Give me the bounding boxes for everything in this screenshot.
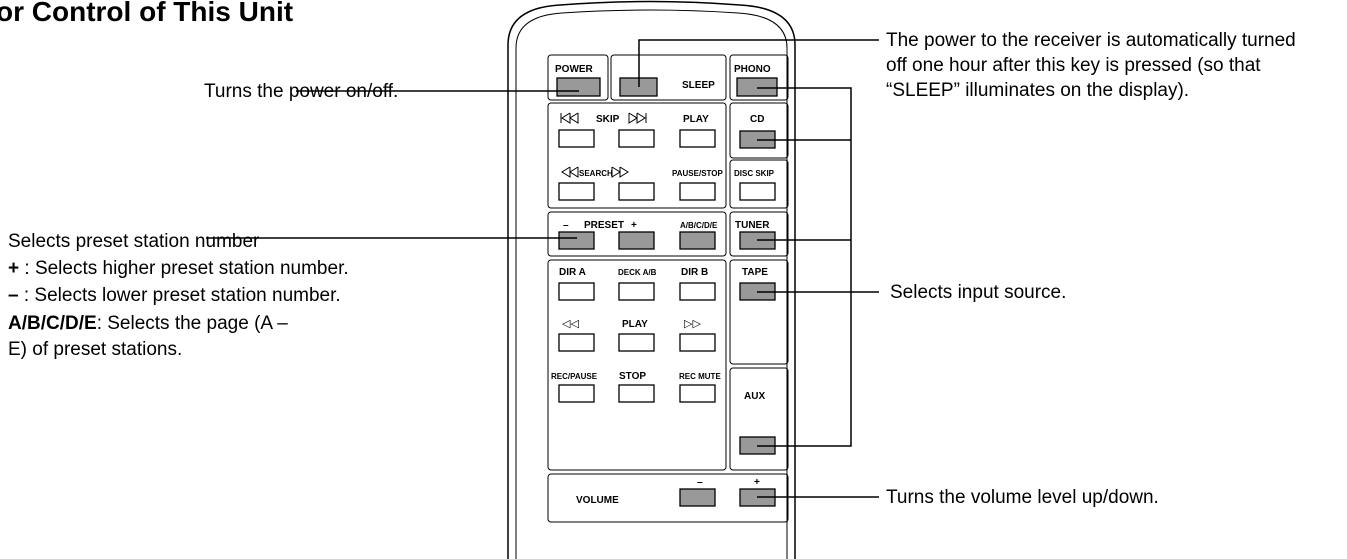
skip-back-icon: [560, 112, 579, 124]
tuner-label: TUNER: [735, 220, 770, 231]
phono-button[interactable]: [736, 77, 778, 97]
fast-forward-icon: ▷▷: [684, 317, 701, 330]
preset-plus-line: + : Selects higher preset station number…: [8, 257, 349, 281]
rec-pause-label: REC/PAUSE: [551, 372, 598, 381]
play-button[interactable]: [679, 129, 716, 148]
dir-b-button[interactable]: [679, 282, 716, 301]
play-tape-label: PLAY: [622, 319, 648, 330]
search-forward-icon: [611, 166, 629, 178]
skip-forward-button[interactable]: [618, 129, 655, 148]
dir-a-button[interactable]: [558, 282, 595, 301]
volume-label: VOLUME: [576, 495, 619, 506]
stop-label: STOP: [619, 371, 646, 382]
preset-abcde-desc: : Selects the page (A – E) of preset sta…: [8, 313, 288, 360]
power-panel: [547, 54, 609, 101]
phono-label: PHONO: [734, 64, 771, 75]
phono-panel: [729, 54, 789, 101]
pause-stop-label: PAUSE/STOP: [672, 169, 723, 178]
preset-abcde-line: A/B/C/D/E: Selects the page (A – E) of p…: [8, 311, 308, 363]
preset-minus-desc: : Selects lower preset station number.: [18, 285, 341, 306]
power-button[interactable]: [556, 77, 601, 97]
input-callout: Selects input source.: [890, 282, 1067, 303]
abcde-label: A/B/C/D/E: [680, 221, 718, 230]
volume-callout: Turns the volume level up/down.: [886, 487, 1159, 508]
cd-panel: [729, 102, 789, 159]
volume-minus-label: –: [697, 477, 703, 488]
aux-panel: [729, 367, 789, 471]
play-label: PLAY: [683, 114, 709, 125]
preset-label: PRESET: [584, 220, 624, 231]
sleep-label: SLEEP: [682, 80, 715, 91]
volume-plus-label: +: [754, 477, 760, 488]
volume-panel: [547, 473, 789, 523]
rewind-button[interactable]: [558, 333, 595, 352]
play-tape-button[interactable]: [618, 333, 655, 352]
stop-button[interactable]: [618, 384, 655, 403]
search-back-icon: [561, 166, 579, 178]
input-bus-line: [757, 87, 852, 447]
fast-forward-button[interactable]: [679, 333, 716, 352]
rec-pause-button[interactable]: [558, 384, 595, 403]
rec-mute-label: REC MUTE: [679, 372, 721, 381]
dir-a-label: DIR A: [559, 267, 586, 278]
disc-skip-panel: [729, 159, 789, 209]
search-forward-button[interactable]: [618, 182, 655, 201]
skip-back-button[interactable]: [558, 129, 595, 148]
preset-callout-heading: Selects preset station number: [8, 231, 260, 252]
skip-label: SKIP: [596, 114, 620, 125]
preset-plus-key: +: [8, 258, 20, 279]
skip-forward-icon: [628, 112, 647, 124]
leader-lines: [206, 39, 879, 498]
disc-skip-button[interactable]: [739, 182, 776, 201]
tuner-panel: [729, 211, 789, 257]
aux-label: AUX: [744, 391, 765, 402]
preset-panel: [547, 211, 727, 257]
search-back-button[interactable]: [558, 182, 595, 201]
remote-outline: [507, 0, 796, 559]
preset-minus-key: –: [8, 285, 19, 306]
dir-b-label: DIR B: [681, 267, 708, 278]
cd-label: CD: [750, 114, 764, 125]
preset-minus-line: – : Selects lower preset station number.: [8, 284, 341, 308]
remote-inner-outline: [515, 9, 788, 559]
preset-plus-button[interactable]: [618, 231, 655, 250]
pause-stop-button[interactable]: [679, 182, 716, 201]
volume-down-button[interactable]: [679, 488, 716, 507]
deck-ab-label: DECK A/B: [618, 268, 657, 277]
sleep-leader: [638, 39, 879, 87]
preset-plus-label: +: [631, 220, 637, 231]
tape-deck-panel: [547, 259, 727, 471]
page-title: or Control of This Unit: [0, 0, 294, 27]
search-label: SEARCH: [579, 169, 613, 178]
preset-abcde-key: A/B/C/D/E: [8, 313, 97, 334]
preset-minus-label: –: [563, 220, 569, 231]
rec-mute-button[interactable]: [679, 384, 716, 403]
sleep-callout: The power to the receiver is automatical…: [886, 30, 1296, 101]
abcde-button[interactable]: [679, 231, 716, 250]
disc-skip-label: DISC SKIP: [734, 169, 775, 178]
deck-ab-button[interactable]: [618, 282, 655, 301]
cd-player-panel: [547, 102, 727, 209]
tape-panel: [729, 259, 789, 365]
sleep-panel: [610, 54, 727, 101]
preset-minus-button[interactable]: [558, 231, 595, 250]
power-label: POWER: [555, 64, 594, 75]
rewind-icon: ◁◁: [562, 317, 579, 330]
tape-label: TAPE: [742, 267, 768, 278]
preset-plus-desc: : Selects higher preset station number.: [19, 258, 349, 279]
